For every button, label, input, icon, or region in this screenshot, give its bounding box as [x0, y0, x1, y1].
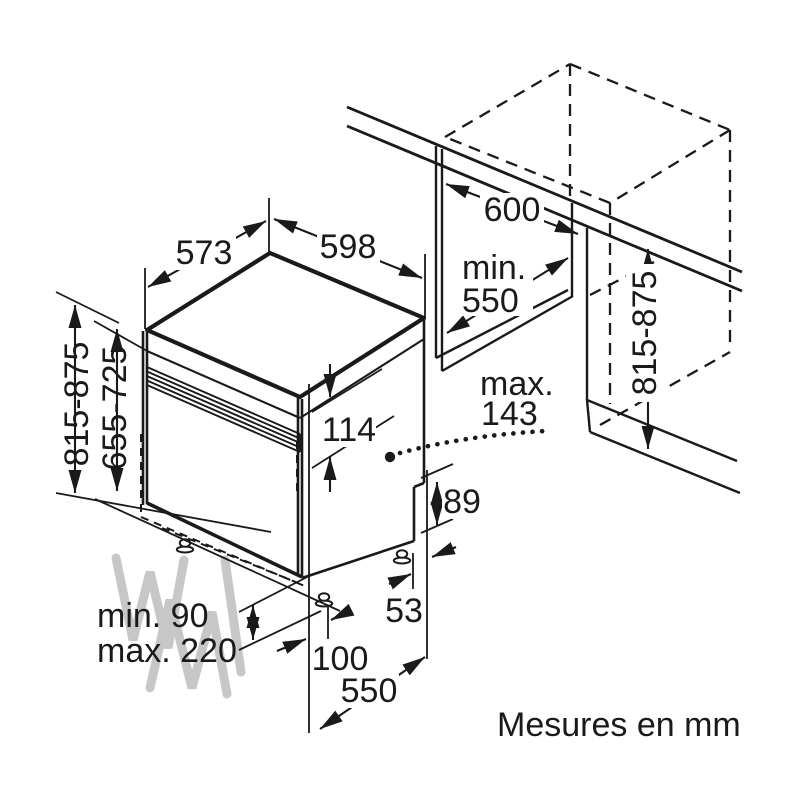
dim-label-rear-foot-inset: 53 — [385, 592, 423, 630]
dim-door-protrusion-leader — [384, 428, 548, 463]
line-segment — [431, 542, 457, 558]
dim-label-plinth-max: max. 220 — [97, 632, 237, 670]
line-segment — [146, 375, 301, 444]
ellipse-segment — [395, 549, 409, 559]
line-segment — [140, 516, 308, 588]
line-segment — [146, 384, 301, 453]
polyline-segment — [145, 598, 232, 699]
line-segment — [146, 379, 301, 449]
line-segment — [55, 492, 272, 533]
line-segment — [276, 638, 307, 654]
dim-label-appliance-height: 815-875 — [58, 342, 96, 467]
line-segment — [220, 555, 246, 677]
watermark — [111, 553, 246, 699]
rect-segment — [323, 413, 376, 447]
line-segment — [609, 129, 731, 204]
rect-segment — [340, 674, 399, 708]
rect-segment — [384, 594, 425, 628]
rect-segment — [317, 230, 380, 264]
line-segment — [387, 573, 412, 590]
dim-door-panel-height — [93, 320, 150, 491]
line-segment — [94, 498, 341, 612]
dim-label-door-protrusion-word: max. — [480, 365, 554, 403]
line-segment — [444, 135, 611, 205]
dimension-labels: 573 598 600 min. 550 815-875 655-725 815… — [58, 191, 664, 710]
rect-segment — [480, 193, 544, 227]
line-segment — [146, 366, 301, 435]
rect-segment — [173, 236, 236, 270]
line-segment — [55, 291, 120, 324]
dim-label-niche-min-depth-value: 550 — [462, 282, 519, 320]
plinth-hidden-lines — [140, 434, 308, 588]
line-segment — [146, 370, 301, 440]
ellipse-segment — [317, 592, 331, 602]
rect-segment — [312, 642, 368, 676]
dim-label-door-protrusion-value: 143 — [481, 395, 538, 433]
dim-front-foot-inset — [276, 384, 355, 733]
units-caption: Mesures en mm — [497, 706, 741, 744]
dim-label-base-step: 89 — [443, 483, 481, 521]
control-fascia-band — [146, 366, 301, 453]
dim-label-door-panel-height: 655-725 — [96, 346, 134, 471]
dim-label-plinth-min: min. 90 — [97, 597, 209, 635]
door-bottom-edge — [146, 501, 303, 579]
dim-label-feet-span: 550 — [341, 672, 398, 710]
floor-reference-lines — [55, 492, 341, 612]
g-segment — [55, 183, 655, 733]
dishwasher — [55, 250, 427, 612]
line-segment — [413, 481, 425, 489]
line-segment — [586, 398, 738, 463]
line-segment — [161, 527, 299, 584]
line-segment — [299, 338, 425, 419]
line-segment — [146, 350, 301, 419]
line-segment — [444, 63, 571, 138]
dim-label-niche-width: 600 — [484, 191, 541, 229]
worktop-slab-lines — [146, 338, 425, 419]
dim-label-fascia-height: 114 — [322, 411, 376, 449]
line-segment — [585, 399, 592, 433]
line-segment — [301, 539, 415, 580]
dim-label-niche-height: 815-875 — [626, 271, 664, 396]
line-segment — [311, 368, 383, 413]
rect-segment — [442, 485, 482, 519]
line-segment — [238, 610, 322, 651]
rect-segment — [626, 264, 664, 402]
dim-plinth-recess — [238, 574, 322, 651]
circle-segment — [384, 451, 396, 463]
line-segment — [569, 62, 731, 132]
dim-appliance-height — [55, 291, 120, 493]
label-masks — [173, 193, 664, 708]
dim-label-niche-min-depth-word: min. — [462, 249, 526, 287]
line-segment — [589, 430, 741, 495]
line-segment — [330, 603, 355, 621]
path-segment — [397, 428, 548, 456]
dim-rear-foot-inset — [387, 470, 457, 659]
dim-label-top-depth: 573 — [176, 234, 233, 272]
rect-segment — [455, 250, 533, 316]
dim-label-top-width: 598 — [320, 228, 377, 266]
dim-label-front-foot-inset: 100 — [312, 640, 369, 678]
